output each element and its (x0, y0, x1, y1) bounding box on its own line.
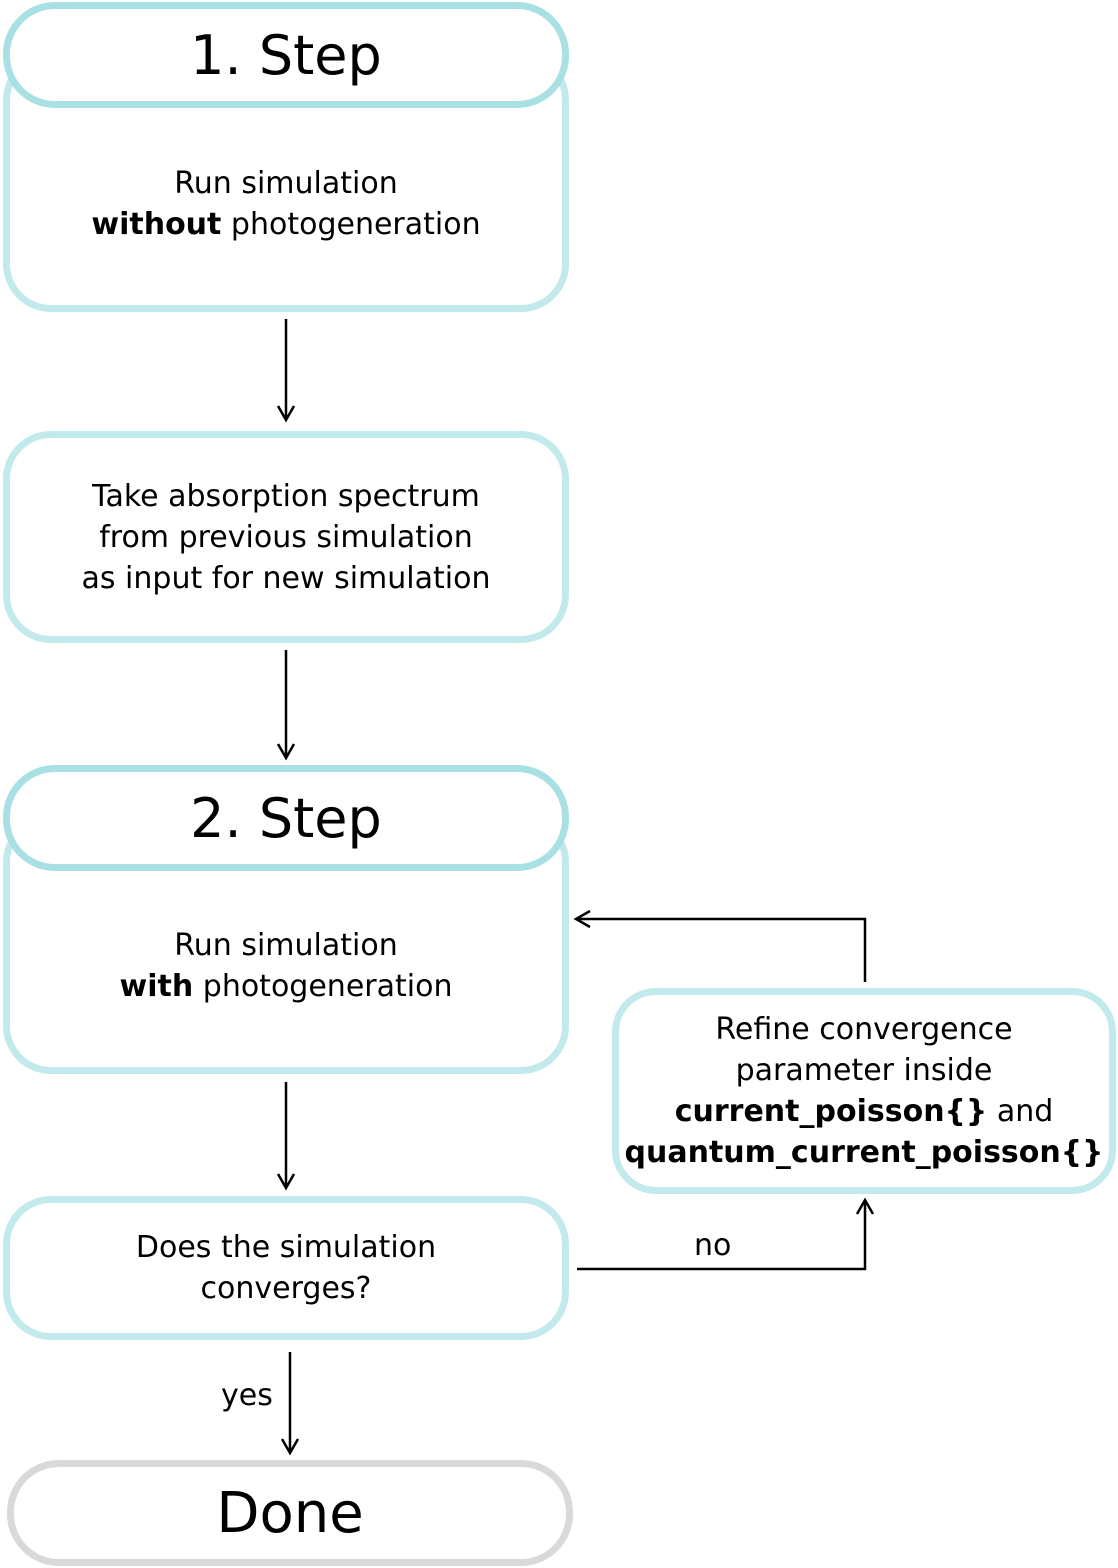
step2-description: Run simulation with photogeneration (10, 925, 562, 1007)
step1-title: 1. Step (190, 23, 382, 87)
absorption-box: Take absorption spectrum from previous s… (3, 431, 569, 643)
convergence-check-box: Does the simulation converges? (3, 1196, 569, 1340)
step2-title: 2. Step (190, 786, 382, 850)
step1-line1: Run simulation (174, 166, 398, 201)
step2-line2-rest: photogeneration (193, 969, 453, 1004)
step2-line2-bold: with (119, 969, 194, 1004)
step2-box: Run simulation with photogeneration (3, 814, 569, 1074)
check-line2: converges? (200, 1271, 372, 1306)
check-line1: Does the simulation (135, 1230, 437, 1265)
arrow-step2-to-check (276, 1082, 296, 1191)
yes-label: yes (221, 1378, 273, 1413)
refine-line3: current_poisson{} and (675, 1091, 1054, 1132)
arrow-step1-to-absorption (276, 319, 296, 423)
arrow-refine-to-step2 (573, 909, 867, 982)
absorption-line2: from previous simulation (99, 519, 473, 555)
step2-line2: with photogeneration (10, 966, 562, 1007)
convergence-check-text: Does the simulation converges? (10, 1203, 562, 1333)
arrow-check-to-refine (577, 1197, 875, 1271)
step2-line1: Run simulation (174, 928, 398, 963)
arrow-absorption-to-step2 (276, 650, 296, 761)
step1-description: Run simulation without photogeneration (10, 163, 562, 245)
refine-line3-rest: and (987, 1094, 1054, 1129)
step1-header: 1. Step (3, 2, 569, 108)
no-label: no (694, 1228, 732, 1263)
done-title: Done (216, 1480, 364, 1546)
refine-box: Refine convergence parameter inside curr… (612, 988, 1116, 1194)
arrow-check-to-done (280, 1352, 300, 1456)
absorption-line1: Take absorption spectrum (92, 478, 480, 514)
absorption-line3: as input for new simulation (81, 560, 491, 596)
refine-text: Refine convergence parameter inside curr… (619, 995, 1109, 1187)
done-box: Done (7, 1460, 573, 1566)
step1-line2: without photogeneration (10, 204, 562, 245)
refine-line4-bold: quantum_current_poisson{} (624, 1135, 1104, 1170)
step1-line2-bold: without (91, 207, 222, 242)
refine-line2: parameter inside (735, 1053, 993, 1088)
refine-line3-bold: current_poisson{} (674, 1094, 988, 1129)
absorption-text: Take absorption spectrum from previous s… (10, 438, 562, 636)
refine-line4: quantum_current_poisson{} (625, 1132, 1104, 1173)
step2-header: 2. Step (3, 765, 569, 871)
step1-line2-rest: photogeneration (221, 207, 481, 242)
refine-line1: Refine convergence (715, 1012, 1013, 1047)
